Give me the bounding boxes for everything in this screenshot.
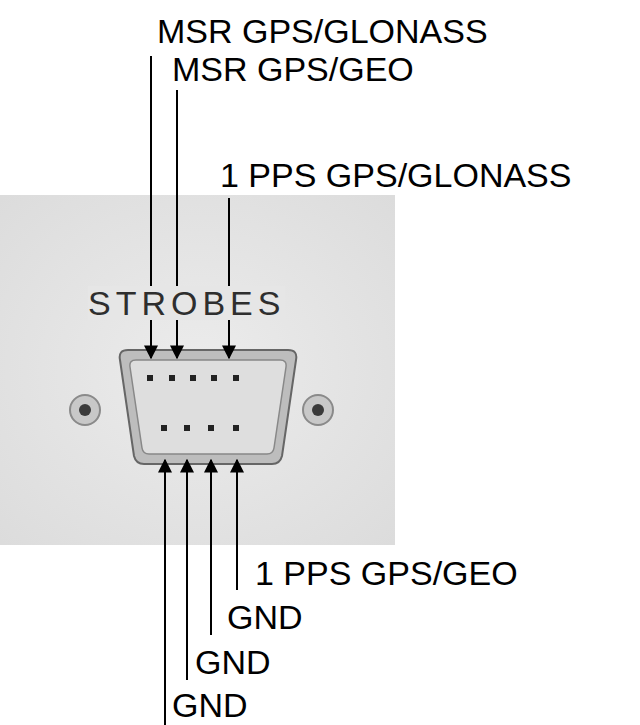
signal-label: 1 PPS GPS/GEO xyxy=(255,556,518,590)
panel-marking: STROBES xyxy=(88,286,285,320)
connector-pins xyxy=(147,375,239,431)
panel-plate xyxy=(0,195,395,545)
connector-shell xyxy=(120,350,297,464)
pin-label: GND xyxy=(172,688,248,722)
mounting-screw xyxy=(303,395,333,425)
leader-arrows xyxy=(151,56,237,725)
signal-label: MSR GPS/GLONASS xyxy=(157,14,488,48)
signal-label: 1 PPS GPS/GLONASS xyxy=(220,158,571,192)
pin-label: GND xyxy=(195,645,271,679)
mounting-screw xyxy=(70,395,100,425)
pin-label: GND xyxy=(227,600,303,634)
connector-insert xyxy=(130,360,286,454)
signal-label: MSR GPS/GEO xyxy=(172,52,414,86)
